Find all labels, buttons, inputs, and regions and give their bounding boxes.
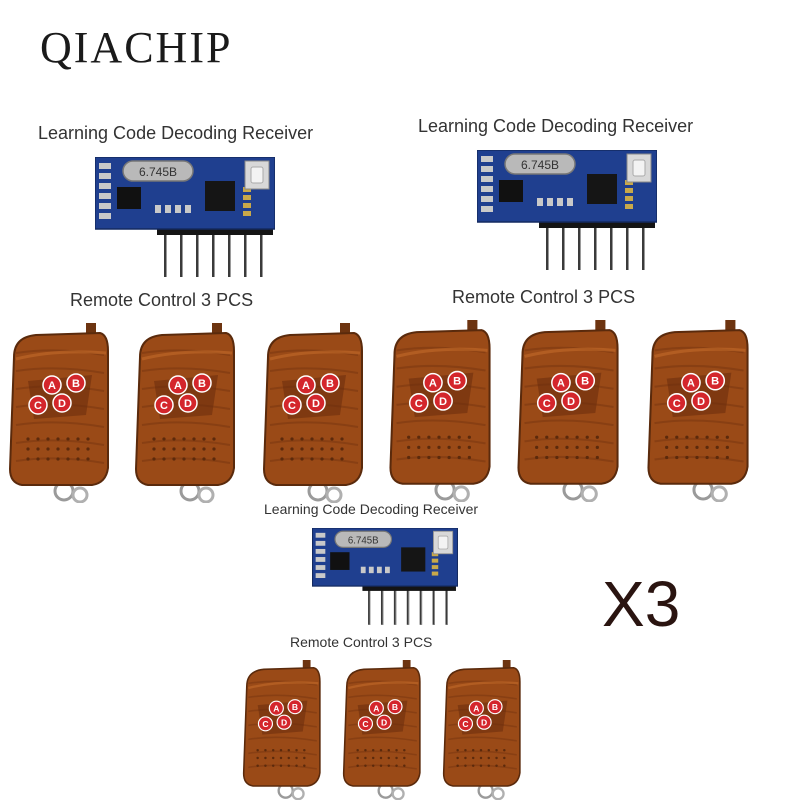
svg-text:A: A: [302, 380, 310, 392]
remote-button-a: A: [42, 375, 62, 395]
svg-text:B: B: [581, 376, 589, 388]
remote-control: A B C D: [132, 323, 236, 503]
remote-button-c: C: [666, 393, 687, 413]
svg-text:A: A: [473, 703, 479, 713]
remote-button-d: D: [691, 391, 711, 411]
remote-button-d: D: [433, 391, 453, 411]
svg-text:C: C: [543, 398, 551, 410]
svg-text:D: D: [312, 398, 320, 410]
remote-button-b: B: [487, 699, 503, 715]
svg-text:B: B: [292, 702, 298, 712]
receiver-label: Learning Code Decoding Receiver: [264, 501, 479, 517]
svg-text:D: D: [481, 717, 487, 727]
remote-control: A B C D: [340, 660, 422, 800]
remote-control: A B C D: [440, 660, 522, 800]
remote-button-a: A: [423, 372, 443, 393]
receiver-module: 6.745B: [312, 528, 458, 628]
svg-text:C: C: [362, 719, 368, 729]
receiver-module-image: 6.745B: [312, 528, 458, 625]
crystal-marking: 6.745B: [521, 158, 559, 172]
svg-text:B: B: [326, 378, 334, 390]
remote-count-label: Remote Control 3 PCS: [452, 287, 636, 307]
receiver-module: 6.745B: [477, 150, 657, 274]
remote-button-d: D: [561, 391, 581, 411]
svg-text:C: C: [288, 400, 296, 412]
svg-text:B: B: [453, 376, 461, 388]
receiver-module: 6.745B: [95, 157, 275, 281]
remote-button-c: C: [28, 395, 48, 415]
remote-button-c: C: [154, 395, 174, 415]
remote-control: A B C D: [240, 660, 322, 800]
remote-control: A B C D: [644, 320, 750, 502]
remote-button-c: C: [457, 716, 474, 732]
multiplier-text: X3: [602, 568, 681, 640]
remote-button-d: D: [376, 714, 392, 730]
remote-control: A B C D: [386, 320, 492, 502]
remote-button-c: C: [257, 716, 274, 732]
remote-button-a: A: [268, 700, 284, 716]
svg-text:D: D: [381, 717, 387, 727]
remote-button-a: A: [468, 700, 484, 716]
remote-button-a: A: [296, 375, 316, 395]
remote-button-c: C: [282, 395, 302, 415]
svg-text:B: B: [392, 702, 398, 712]
svg-text:D: D: [439, 396, 447, 408]
svg-text:D: D: [281, 717, 287, 727]
remote-button-b: B: [575, 370, 596, 391]
svg-text:D: D: [567, 396, 575, 408]
remote-control: A B C D: [260, 323, 364, 503]
remote-button-c: C: [536, 393, 557, 413]
remote-button-a: A: [681, 372, 701, 393]
remote-count-label: Remote Control 3 PCS: [290, 634, 433, 650]
svg-text:A: A: [174, 380, 182, 392]
svg-text:A: A: [273, 703, 279, 713]
svg-text:A: A: [429, 378, 437, 390]
svg-text:C: C: [673, 398, 681, 410]
remote-button-b: B: [447, 370, 468, 391]
remote-button-b: B: [192, 373, 212, 393]
remote-button-d: D: [306, 393, 326, 413]
remote-button-b: B: [320, 373, 340, 393]
remote-button-a: A: [551, 372, 571, 393]
receiver-module-image: 6.745B: [477, 150, 657, 270]
svg-text:C: C: [262, 719, 268, 729]
svg-text:D: D: [184, 398, 192, 410]
remote-button-d: D: [178, 393, 198, 413]
svg-text:D: D: [697, 396, 705, 408]
svg-text:B: B: [492, 702, 498, 712]
remote-button-d: D: [52, 393, 72, 413]
svg-text:A: A: [557, 378, 565, 390]
remote-button-a: A: [368, 700, 384, 716]
remote-button-b: B: [705, 370, 726, 391]
remote-button-b: B: [287, 699, 303, 715]
receiver-module-image: 6.745B: [95, 157, 275, 277]
remote-button-d: D: [476, 714, 492, 730]
svg-text:B: B: [72, 378, 80, 390]
svg-text:D: D: [58, 398, 66, 410]
svg-text:B: B: [198, 378, 206, 390]
brand-logo: QIACHIP: [40, 23, 233, 72]
remote-button-b: B: [66, 373, 86, 393]
svg-text:A: A: [48, 380, 56, 392]
receiver-label: Learning Code Decoding Receiver: [418, 116, 694, 136]
remote-control: A B C D: [6, 323, 110, 503]
crystal-marking: 6.745B: [348, 535, 379, 546]
remote-button-c: C: [357, 716, 374, 732]
remote-button-b: B: [387, 699, 403, 715]
crystal-marking: 6.745B: [139, 165, 177, 179]
svg-text:C: C: [415, 398, 423, 410]
svg-text:C: C: [462, 719, 468, 729]
remote-button-a: A: [168, 375, 188, 395]
svg-text:A: A: [687, 378, 695, 390]
svg-text:C: C: [160, 400, 168, 412]
svg-text:C: C: [34, 400, 42, 412]
remote-count-label: Remote Control 3 PCS: [70, 290, 254, 310]
svg-text:B: B: [711, 376, 719, 388]
remote-control: A B C D: [514, 320, 620, 502]
svg-text:A: A: [373, 703, 379, 713]
receiver-label: Learning Code Decoding Receiver: [38, 123, 314, 143]
remote-button-c: C: [408, 393, 429, 413]
remote-button-d: D: [276, 714, 292, 730]
